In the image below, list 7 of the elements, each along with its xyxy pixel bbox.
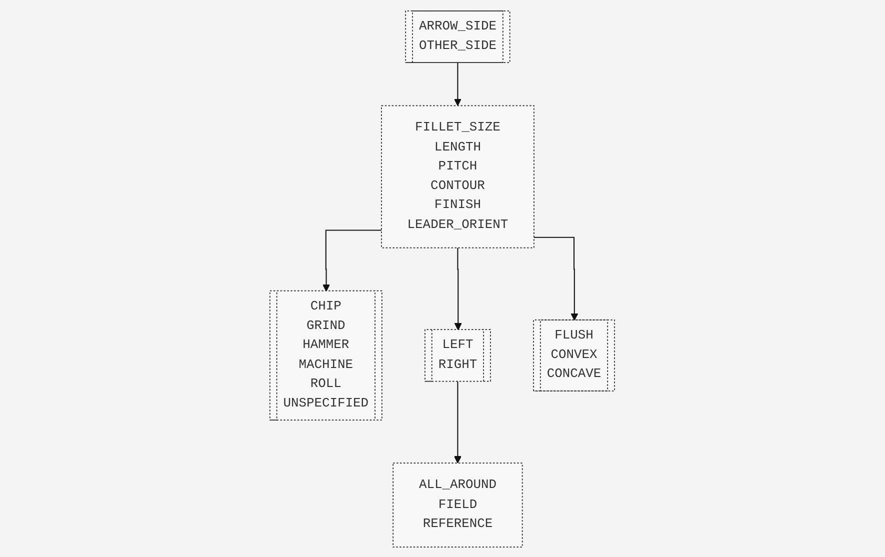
arrow [454, 380, 462, 463]
node-box: ALL_AROUND FIELD REFERENCE [392, 462, 524, 548]
arrow [454, 246, 462, 330]
arrow [454, 62, 462, 106]
arrow [534, 236, 578, 320]
node-box: FILLET_SIZE LENGTH PITCH CONTOUR FINISH LEADER_ORIENT [381, 104, 535, 248]
arrow [322, 229, 382, 292]
